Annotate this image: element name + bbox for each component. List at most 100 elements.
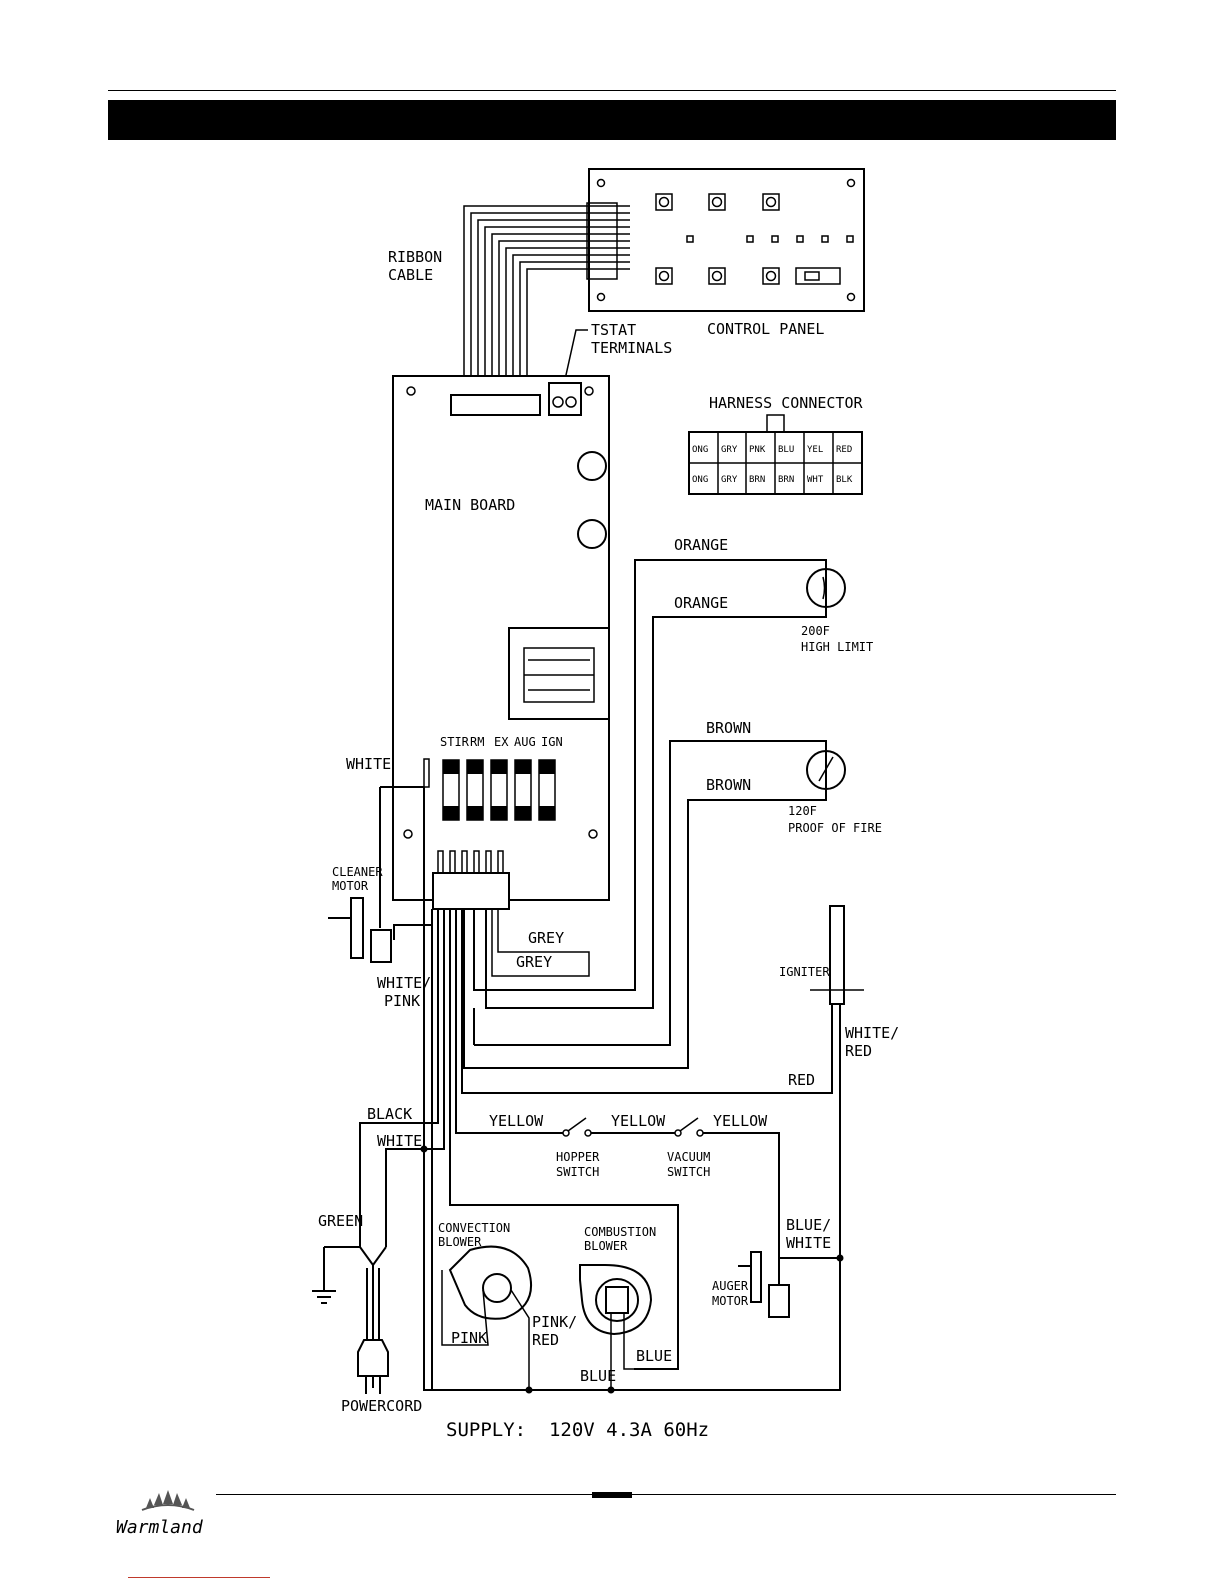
ribbon-cable-label-1: RIBBON	[388, 248, 442, 266]
high-limit-temp: 200F	[801, 624, 830, 638]
harness-r1-c6: RED	[836, 445, 852, 455]
black-wire	[359, 909, 439, 1247]
high-limit-switch	[806, 568, 846, 608]
control-panel-label: CONTROL PANEL	[707, 320, 824, 338]
orange-label-2: ORANGE	[674, 594, 728, 612]
header-rule	[108, 90, 1116, 91]
red-label: RED	[788, 1071, 815, 1089]
combustion-feed	[449, 909, 679, 1370]
grey-label-1: GREY	[528, 929, 564, 947]
neutral-bus	[423, 787, 841, 1391]
blue-label-1: BLUE	[580, 1367, 616, 1385]
black-label: BLACK	[367, 1105, 412, 1123]
harness-r2-c5: WHT	[807, 475, 824, 485]
pink-red-label-1: PINK/	[532, 1313, 577, 1331]
brown-wire-2	[463, 770, 827, 1069]
fuse-label-stir: STIR	[440, 735, 470, 749]
grey-wire	[491, 909, 590, 977]
yellow-wire-3	[700, 1132, 780, 1287]
white-pink-label-1: WHITE/	[377, 974, 431, 992]
harness-r1-c1: ONG	[692, 445, 708, 455]
warmland-logo: Warmland	[116, 1490, 204, 1538]
svg-text:Warmland: Warmland	[116, 1517, 204, 1538]
auger-motor-label-1: AUGER	[712, 1279, 749, 1293]
harness-r1-c5: YEL	[807, 445, 823, 455]
supply-label: SUPPLY: 120V 4.3A 60Hz	[446, 1419, 709, 1441]
convection-blower-label-2: BLOWER	[438, 1235, 482, 1249]
footer-link-underline[interactable]	[128, 1577, 270, 1578]
brown-label-2: BROWN	[706, 776, 751, 794]
combustion-blower-label-1: COMBUSTION	[584, 1225, 656, 1239]
powercord-label: POWERCORD	[341, 1397, 422, 1415]
powercord	[312, 1246, 389, 1394]
footer-rule	[216, 1494, 1116, 1495]
yellow-label-3: YELLOW	[713, 1112, 768, 1130]
yellow-label-1: YELLOW	[489, 1112, 544, 1130]
combustion-blower	[579, 1264, 653, 1390]
orange-wire-1	[473, 559, 827, 991]
control-panel	[586, 168, 865, 312]
yellow-wire-1	[455, 909, 566, 1134]
white-red-label-2: RED	[845, 1042, 872, 1060]
blue-white-label-2: WHITE	[786, 1234, 831, 1252]
orange-wire-2	[485, 588, 827, 1009]
main-board-label: MAIN BOARD	[425, 496, 515, 514]
footer-tab	[592, 1492, 632, 1498]
orange-label-1: ORANGE	[674, 536, 728, 554]
white-wire	[385, 909, 445, 1247]
tstat-label-1: TSTAT	[591, 321, 636, 339]
yellow-label-2: YELLOW	[611, 1112, 666, 1130]
combustion-blower-label-2: BLOWER	[584, 1239, 628, 1253]
pink-red-label-2: RED	[532, 1331, 559, 1349]
fuse-label-ign: IGN	[541, 735, 563, 749]
harness-r2-c2: GRY	[721, 475, 738, 485]
auger-motor-label-2: MOTOR	[712, 1294, 749, 1308]
harness-connector	[688, 414, 863, 495]
cleaner-motor-label-1: CLEANER	[332, 865, 383, 879]
convection-blower	[441, 1245, 533, 1390]
white-top-label: WHITE	[346, 755, 391, 773]
fuse-label-ex: EX	[494, 735, 509, 749]
vacuum-switch	[674, 1117, 704, 1137]
harness-r2-c6: BLK	[836, 475, 853, 485]
cleaner-motor-label-2: MOTOR	[332, 879, 369, 893]
white-red-label-1: WHITE/	[845, 1024, 899, 1042]
harness-r2-c4: BRN	[778, 475, 794, 485]
vacuum-switch-label-2: SWITCH	[667, 1165, 710, 1179]
cleaner-feed	[393, 924, 432, 940]
igniter	[810, 905, 864, 1005]
harness-r1-c4: BLU	[778, 445, 794, 455]
proof-of-fire-name: PROOF OF FIRE	[788, 821, 882, 835]
hopper-switch-label-2: SWITCH	[556, 1165, 599, 1179]
vacuum-switch-label-1: VACUUM	[667, 1150, 710, 1164]
auger-motor	[738, 1251, 790, 1318]
convection-blower-label-1: CONVECTION	[438, 1221, 510, 1235]
section-title-bar	[108, 100, 1116, 140]
igniter-label: IGNITER	[779, 965, 830, 979]
blue-label-2: BLUE	[636, 1347, 672, 1365]
proof-of-fire-temp: 120F	[788, 804, 817, 818]
ribbon-cable	[463, 205, 630, 398]
pink-label: PINK	[451, 1329, 487, 1347]
white-pink-label-2: PINK	[384, 992, 420, 1010]
proof-of-fire-switch	[806, 750, 846, 790]
fuse-label-rm: RM	[470, 735, 484, 749]
fuse-label-aug: AUG	[514, 735, 536, 749]
cleaner-motor	[328, 897, 392, 963]
harness-r2-c3: BRN	[749, 475, 765, 485]
harness-r1-c2: GRY	[721, 445, 738, 455]
harness-title: HARNESS CONNECTOR	[709, 394, 863, 412]
hopper-switch-label-1: HOPPER	[556, 1150, 600, 1164]
harness-r2-c1: ONG	[692, 475, 708, 485]
grey-label-2: GREY	[516, 953, 552, 971]
main-board	[392, 375, 610, 910]
white-label: WHITE	[377, 1132, 422, 1150]
brown-label-1: BROWN	[706, 719, 751, 737]
high-limit-name: HIGH LIMIT	[801, 640, 873, 654]
tstat-label-2: TERMINALS	[591, 339, 672, 357]
red-wire	[461, 909, 833, 1094]
hopper-switch	[562, 1117, 592, 1137]
blue-white-label-1: BLUE/	[786, 1216, 831, 1234]
